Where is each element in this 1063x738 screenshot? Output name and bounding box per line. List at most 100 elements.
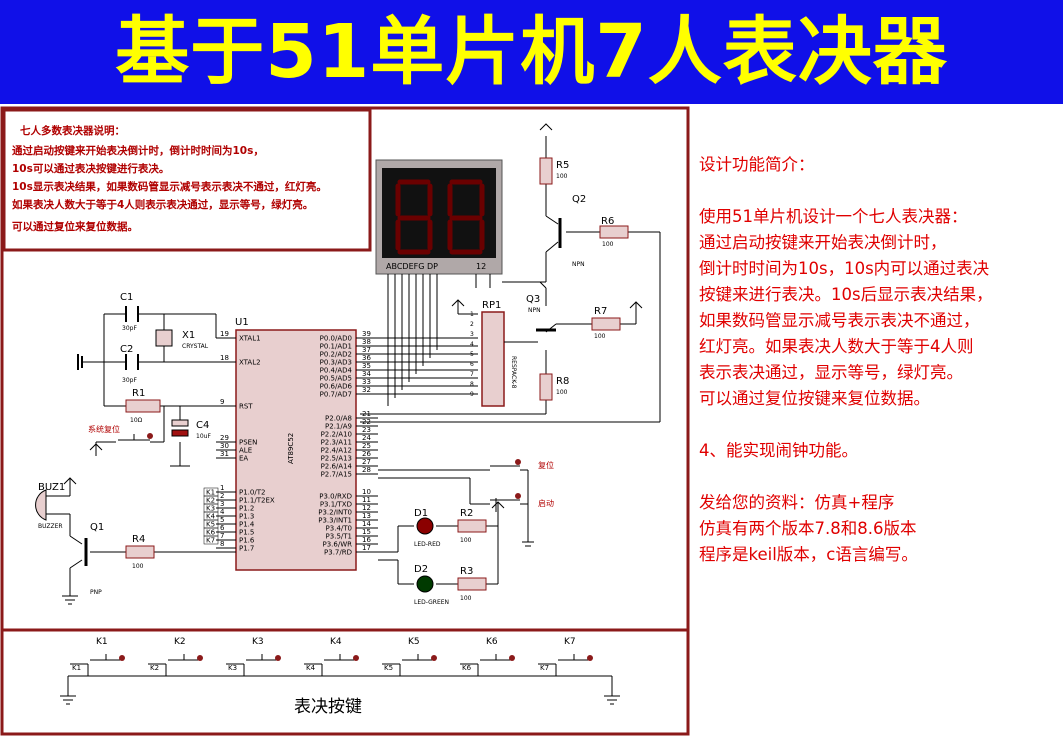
u1-left-pin-name: XTAL1 bbox=[239, 335, 261, 343]
system-reset-button[interactable] bbox=[118, 433, 153, 441]
u1-right-pin-number: 25 bbox=[362, 442, 371, 450]
key-button[interactable] bbox=[509, 655, 515, 661]
x1-value: CRYSTAL bbox=[182, 343, 209, 350]
u1-right-pin-number: 26 bbox=[362, 450, 371, 458]
rp1-pin-number: 3 bbox=[470, 331, 474, 338]
u1-right-pin-number: 34 bbox=[362, 370, 371, 378]
key-button[interactable] bbox=[197, 655, 203, 661]
u1-right-pin-name: P0.5/AD5 bbox=[320, 375, 352, 383]
u1-right-pin-number: 17 bbox=[362, 544, 371, 552]
u1-right-pin-number: 12 bbox=[362, 504, 371, 512]
u1-left-pin-number: 3 bbox=[220, 500, 224, 508]
u1-right-pin-number: 14 bbox=[362, 520, 371, 528]
u1-right-pin-number: 28 bbox=[362, 466, 371, 474]
description-line: 按键来进行表决。10s后显示表决结果， bbox=[699, 285, 993, 304]
description-line: 设计功能简介： bbox=[699, 155, 815, 174]
u1-left-pin-name: P1.1/T2EX bbox=[239, 497, 275, 505]
u1-left-pin-name: P1.0/T2 bbox=[239, 489, 265, 497]
q3-type: NPN bbox=[528, 307, 541, 314]
description-spacer bbox=[699, 178, 1063, 204]
u1-left-pin-number: 7 bbox=[220, 532, 224, 540]
note-line-4: 如果表决人数大于等于4人则表示表决通过，显示等号，绿灯亮。 bbox=[12, 198, 313, 211]
u1-right-pin-number: 36 bbox=[362, 354, 371, 362]
u1-left-pin-number: 30 bbox=[220, 442, 229, 450]
description-line: 如果数码管显示减号表示表决不通过， bbox=[699, 311, 980, 330]
u1-right-pin-number: 35 bbox=[362, 362, 371, 370]
seven-segment-display: ABCDEFG DP 12 bbox=[375, 159, 503, 275]
u1-right-pin-name: P0.1/AD1 bbox=[320, 343, 352, 351]
r2-value: 100 bbox=[460, 537, 472, 544]
u1-right-pin-number: 23 bbox=[362, 426, 371, 434]
k-net-label: K6 bbox=[206, 529, 216, 537]
u1-right-pin-name: P0.3/AD3 bbox=[320, 359, 352, 367]
key-button[interactable] bbox=[431, 655, 437, 661]
rp1-pin-number: 5 bbox=[470, 351, 474, 358]
k-net-label: K7 bbox=[206, 537, 215, 545]
key-button[interactable] bbox=[587, 655, 593, 661]
note-line-1: 通过启动按键来开始表决倒计时，倒计时时间为10s， bbox=[12, 144, 264, 157]
reset-switch[interactable] bbox=[490, 459, 521, 467]
u1-right-pin-name: P2.3/A11 bbox=[321, 439, 352, 447]
d1-value: LED-RED bbox=[414, 541, 441, 548]
c2-value: 30pF bbox=[122, 377, 137, 384]
r8-label: R8 bbox=[556, 376, 569, 387]
key-label: K6 bbox=[486, 637, 498, 647]
description-line: 仿真有两个版本7.8和8.6版本 bbox=[699, 519, 917, 538]
buzzer-value: BUZZER bbox=[38, 523, 63, 530]
u1-right-pin-name: P2.1/A9 bbox=[325, 423, 352, 431]
u1-right-pin-number: 38 bbox=[362, 338, 371, 346]
u1-right-pin-name: P2.0/A8 bbox=[325, 415, 352, 423]
k-net-label: K3 bbox=[206, 505, 215, 513]
description-line: 红灯亮。如果表决人数大于等于4人则 bbox=[699, 337, 974, 356]
u1-left-pin-number: 5 bbox=[220, 516, 224, 524]
r1-label: R1 bbox=[132, 388, 145, 399]
key-label: K7 bbox=[564, 637, 576, 647]
u1-left-pin-name: PSEN bbox=[239, 439, 257, 447]
u1-left-pin-name: RST bbox=[239, 403, 253, 411]
c4-value: 10uF bbox=[196, 433, 211, 440]
led-red-d1: D1 LED-RED bbox=[414, 508, 441, 548]
u1-right-pin-name: P0.2/AD2 bbox=[320, 351, 352, 359]
u1-left-pin-name: P1.7 bbox=[239, 545, 254, 553]
r2-label: R2 bbox=[460, 508, 473, 519]
description-line: 倒计时时间为10s，10s内可以通过表决 bbox=[699, 259, 990, 278]
u1-left-pin-number: 2 bbox=[220, 492, 224, 500]
key-button[interactable] bbox=[275, 655, 281, 661]
r5-value: 100 bbox=[556, 173, 568, 180]
key-button[interactable] bbox=[353, 655, 359, 661]
note-line-3: 10s显示表决结果，如果数码管显示减号表示表决不通过，红灯亮。 bbox=[12, 180, 327, 193]
q1-type: PNP bbox=[90, 589, 102, 596]
u1-left-pin-name: P1.6 bbox=[239, 537, 255, 545]
r3-label: R3 bbox=[460, 566, 473, 577]
note-line-5: 可以通过复位来复位数据。 bbox=[12, 220, 138, 233]
u1-left-pin-number: 31 bbox=[220, 450, 229, 458]
u1-right-pin-name: P0.4/AD4 bbox=[320, 367, 353, 375]
k-net-label: K4 bbox=[206, 513, 216, 521]
u1-left-pin-number: 4 bbox=[220, 508, 225, 516]
description-panel: 设计功能简介：使用51单片机设计一个七人表决器：通过启动按键来开始表决倒计时，倒… bbox=[699, 152, 1063, 568]
u1-right-pin-name: P2.4/A12 bbox=[321, 447, 352, 455]
c1-value: 30pF bbox=[122, 325, 137, 332]
key-button[interactable] bbox=[119, 655, 125, 661]
start-switch[interactable] bbox=[490, 493, 521, 501]
u1-right-pin-name: P3.2/INT0 bbox=[318, 509, 352, 517]
u1-left-pin-number: 1 bbox=[220, 484, 224, 492]
r3-value: 100 bbox=[460, 595, 472, 602]
key-label: K1 bbox=[96, 637, 108, 647]
r6-label: R6 bbox=[601, 216, 614, 227]
key-net-label: K7 bbox=[540, 664, 549, 672]
u1-right-pin-name: P3.0/RXD bbox=[319, 493, 352, 501]
rp1-label: RP1 bbox=[482, 300, 501, 311]
description-line: 可以通过复位按键来复位数据。 bbox=[699, 389, 930, 408]
u1-right-pin-name: P2.7/A15 bbox=[321, 471, 352, 479]
rp1-pin-number: 7 bbox=[470, 371, 474, 378]
d1-label: D1 bbox=[414, 508, 428, 519]
u1-left-pin-name: P1.5 bbox=[239, 529, 254, 537]
u1-right-pin-name: P2.6/A14 bbox=[321, 463, 353, 471]
u1-left-pin-number: 6 bbox=[220, 524, 225, 532]
start-switch-label: 启动 bbox=[538, 498, 554, 508]
rp1-value: RESPACK-8 bbox=[510, 356, 517, 389]
description-line: 表示表决通过，显示等号，绿灯亮。 bbox=[699, 363, 963, 382]
note-title: 七人多数表决器说明： bbox=[20, 124, 125, 137]
u1-left-pin-number: 29 bbox=[220, 434, 229, 442]
